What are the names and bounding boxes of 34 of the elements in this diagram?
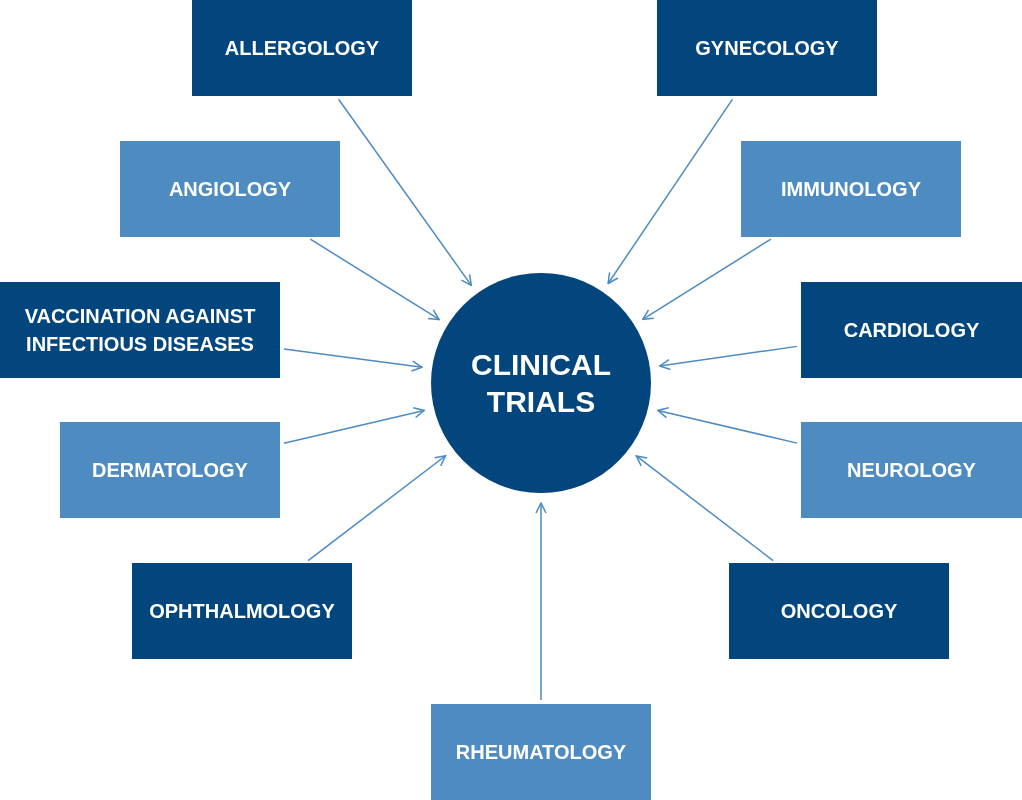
- specialty-label: ANGIOLOGY: [168, 177, 292, 202]
- specialty-box: [729, 563, 949, 659]
- specialty-box: [431, 704, 651, 800]
- specialty-label: VACCINATION AGAINST INFECTIOUS DISEASES: [23, 304, 257, 357]
- specialty-box: [192, 0, 412, 96]
- arrow: [307, 455, 447, 562]
- specialty-box: [0, 282, 280, 378]
- specialty-box: [801, 282, 1022, 378]
- arrow: [657, 407, 798, 444]
- specialty-box: [657, 0, 877, 96]
- arrow: [659, 345, 798, 371]
- arrow: [607, 98, 734, 285]
- specialty-box: [741, 141, 961, 237]
- arrow: [309, 238, 440, 321]
- center-label: CLINICAL TRIALS: [470, 346, 612, 420]
- specialty-label: CARDIOLOGY: [843, 318, 980, 343]
- specialty-label: ALLERGOLOGY: [224, 36, 380, 61]
- arrow: [337, 98, 473, 287]
- specialty-label: DERMATOLOGY: [92, 458, 248, 483]
- specialty-label: NEUROLOGY: [847, 458, 976, 483]
- specialty-label: RHEUMATOLOGY: [455, 740, 627, 765]
- specialty-label: IMMUNOLOGY: [781, 177, 921, 202]
- arrow: [635, 455, 774, 562]
- specialty-box: [801, 422, 1022, 518]
- arrow: [535, 502, 547, 701]
- specialty-box: [132, 563, 352, 659]
- arrow: [283, 348, 423, 372]
- specialty-box: [60, 422, 280, 518]
- specialty-label: OPHTHALMOLOGY: [149, 599, 335, 624]
- specialty-label: GYNECOLOGY: [695, 36, 839, 61]
- specialty-label: ONCOLOGY: [780, 599, 898, 624]
- arrow: [283, 407, 425, 445]
- specialty-box: [120, 141, 340, 237]
- arrow: [641, 238, 772, 321]
